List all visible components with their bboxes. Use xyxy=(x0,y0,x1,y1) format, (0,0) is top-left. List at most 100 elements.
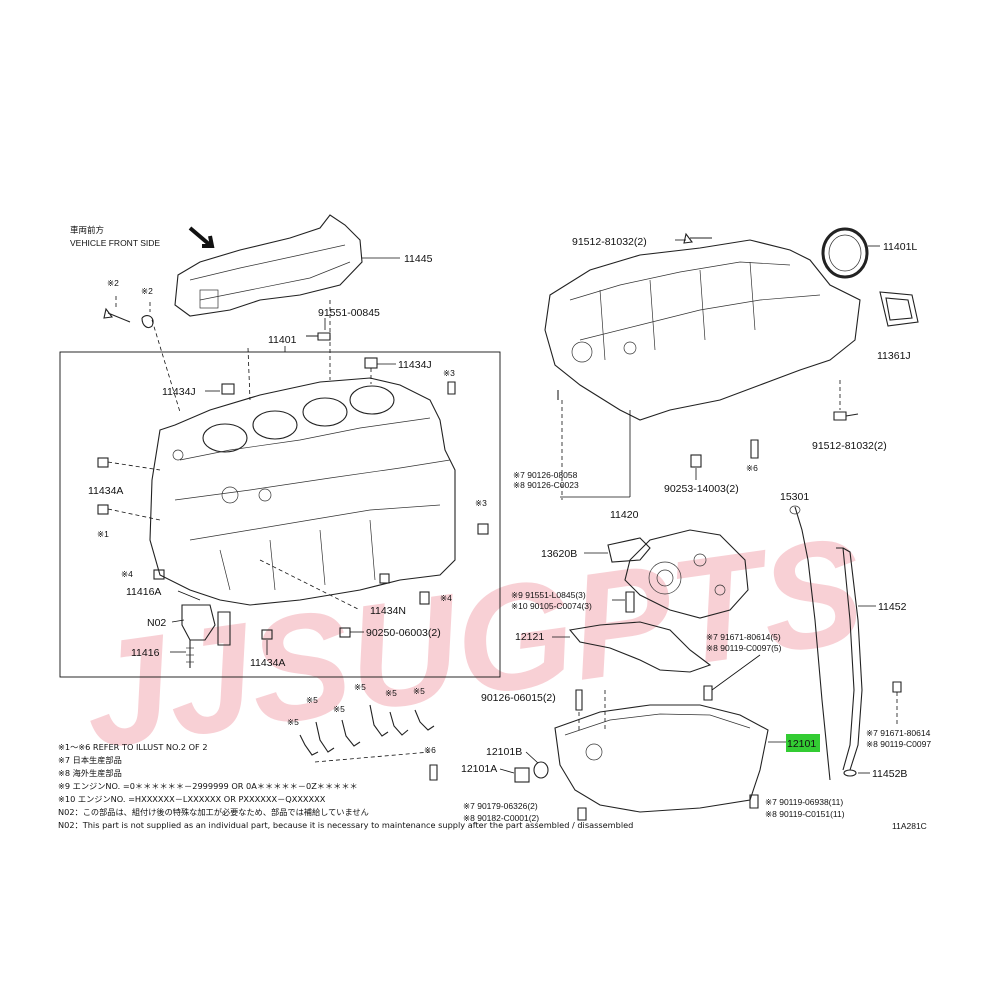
note-3: ※8 海外生産部品 xyxy=(58,768,122,778)
bolt-91551-l-icon xyxy=(625,591,635,613)
oil-pan-12101 xyxy=(554,704,769,813)
bearing-set-ref5: ※5 ※5 ※5 ※5 ※5 ※5 xyxy=(287,682,435,763)
svg-text:※5: ※5 xyxy=(413,686,425,696)
ref-2a: ※2 xyxy=(107,278,119,288)
label-91671-5: ※7 91671-80614(5) xyxy=(706,632,781,642)
note-4: ※9 エンジンNO. =0＊＊＊＊＊＊－2999999 OR 0A＊＊＊＊＊－0… xyxy=(58,781,358,791)
bolt-91512-right-icon xyxy=(833,411,859,421)
label-91551-00845: 91551-00845 xyxy=(318,307,380,319)
oring-11452b xyxy=(843,769,857,777)
front-arrow-icon xyxy=(188,226,215,248)
dipstick-guide-11452 xyxy=(842,547,863,771)
label-90105: ※10 90105-C0074(3) xyxy=(511,601,592,611)
label-11452: 11452 xyxy=(878,601,907,613)
label-90119-c0151: ※8 90119-C0151(11) xyxy=(765,809,845,819)
label-90119-06938: ※7 90119-06938(11) xyxy=(765,797,843,807)
ref-3a: ※3 xyxy=(443,368,455,378)
label-91512-top: 91512-81032(2) xyxy=(572,236,647,248)
label-90119-c0097-5: ※8 90119-C0097(5) xyxy=(706,643,782,653)
baffle-12121 xyxy=(568,621,712,673)
bolt-11452-icon xyxy=(892,681,902,693)
ref-4a: ※4 xyxy=(121,569,133,579)
pin-90253-icon xyxy=(690,454,702,468)
label-13620b: 13620B xyxy=(541,548,577,560)
label-11434j-b: 11434J xyxy=(162,386,196,398)
oil-seal-11401l xyxy=(821,227,869,279)
label-90119-c0097: ※8 90119-C0097 xyxy=(866,739,931,749)
ref-2b: ※2 xyxy=(141,286,153,296)
label-90126-08058: ※7 90126-08058 xyxy=(513,470,578,480)
block-frame xyxy=(59,351,501,678)
label-90126-06015: 90126-06015(2) xyxy=(481,692,556,704)
label-12101b: 12101B xyxy=(486,746,522,758)
label-11434a-a: 11434A xyxy=(88,485,123,497)
label-11434a-b: 11434A xyxy=(250,657,285,669)
dipstick-15301 xyxy=(794,506,831,781)
bolt-icon xyxy=(103,296,154,329)
label-90182: ※8 90182-C0001(2) xyxy=(463,813,539,823)
note-5: ※10 エンジンNO. =HXXXXXX－LXXXXXX OR PXXXXXX－… xyxy=(58,794,326,804)
label-91512-right: 91512-81032(2) xyxy=(812,440,887,452)
note-6: N02：この部品は、組付け後の特殊な加工が必要なため、部品では補給していません xyxy=(58,807,369,817)
pin-ref4-icon xyxy=(153,569,165,580)
stud-90126-icon xyxy=(575,689,583,711)
oil-pan-upper-11420 xyxy=(544,239,861,421)
svg-text:※5: ※5 xyxy=(354,682,366,692)
label-12101a: 12101A xyxy=(461,763,497,775)
ref-3b: ※3 xyxy=(475,498,487,508)
bolt-ref6b-icon xyxy=(750,439,759,459)
label-11416: 11416 xyxy=(131,647,160,659)
label-11420: 11420 xyxy=(610,509,639,521)
bearing-cap-11416a xyxy=(181,604,231,668)
plug-12101a xyxy=(514,767,530,783)
bolt-91512-icon xyxy=(683,232,712,244)
bolt-91551-icon xyxy=(306,332,331,341)
pin-ref3-icon xyxy=(477,523,489,535)
pin-icon xyxy=(447,381,456,395)
label-n02: N02 xyxy=(147,617,166,629)
cover-11445 xyxy=(174,214,363,317)
label-90250: 90250-06003(2) xyxy=(366,627,441,639)
sleeve-11434j xyxy=(221,357,378,395)
label-91551-l0845: ※9 91551-L0845(3) xyxy=(511,590,586,600)
label-11416a: 11416A xyxy=(126,586,161,598)
pin-ref4c-icon xyxy=(379,573,390,584)
svg-text:※5: ※5 xyxy=(385,688,397,698)
label-91671-80614: ※7 91671-80614 xyxy=(866,728,931,738)
label-11452b: 11452B xyxy=(872,768,907,780)
label-90179: ※7 90179-06326(2) xyxy=(463,801,538,811)
label-11361j: 11361J xyxy=(877,350,911,362)
pin-11434a-mid xyxy=(97,504,109,515)
label-11434j-a: 11434J xyxy=(398,359,432,371)
ref-1: ※1 xyxy=(97,529,109,539)
notes-block: ※1～※6 REFER TO ILLUST NO.2 OF 2 ※7 日本生産部… xyxy=(58,742,633,830)
note-7: N02：This part is not supplied as an indi… xyxy=(58,820,633,830)
bolt-ref6-icon xyxy=(429,764,438,781)
ref-4b: ※4 xyxy=(440,593,452,603)
highlight-12101 xyxy=(786,734,820,752)
note-1: ※1～※6 REFER TO ILLUST NO.2 OF 2 xyxy=(58,742,208,752)
label-11401: 11401 xyxy=(268,334,297,346)
front-side-jp: 車両前方 xyxy=(70,225,104,235)
front-side-en: VEHICLE FRONT SIDE xyxy=(70,238,160,248)
label-90253: 90253-14003(2) xyxy=(664,483,739,495)
label-11401l: 11401L xyxy=(883,241,917,253)
label-12121: 12121 xyxy=(515,631,544,643)
pin-11434a-top xyxy=(97,457,109,468)
label-12101: 12101 xyxy=(787,738,816,750)
svg-text:※5: ※5 xyxy=(306,695,318,705)
pin-ref4b-icon xyxy=(419,591,430,605)
bolt-90119-icon xyxy=(749,794,759,809)
oil-pump-13620b xyxy=(607,529,749,619)
note-2: ※7 日本生産部品 xyxy=(58,755,122,765)
label-15301: 15301 xyxy=(780,491,809,503)
ref-6a: ※6 xyxy=(424,745,436,755)
ref-code: 11A281C xyxy=(892,821,927,831)
label-90126-c0023: ※8 90126-C0023 xyxy=(513,480,579,490)
svg-text:※5: ※5 xyxy=(287,717,299,727)
gasket-12101b xyxy=(533,761,549,779)
nut-icon xyxy=(577,807,587,821)
bolt-91671-icon xyxy=(703,685,713,701)
